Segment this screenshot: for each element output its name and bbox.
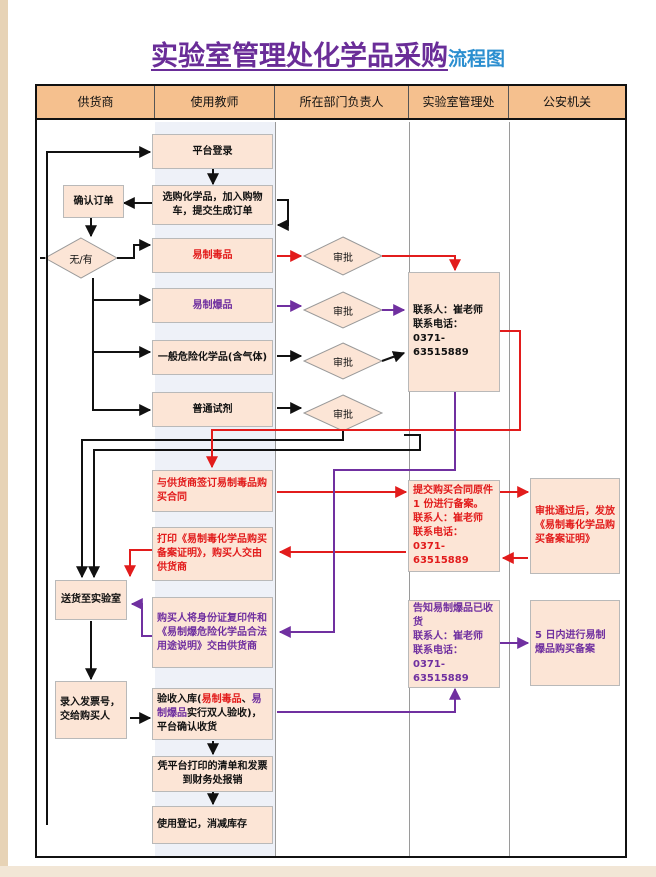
step-acceptance: 验收入库(易制毒品、易制爆品实行双人验收)，平台确认收货	[152, 688, 273, 740]
acceptance-purple: 易制爆品	[157, 694, 262, 719]
column-dept-head: 所在部门负责人	[275, 86, 409, 118]
page-edge-decoration	[0, 0, 8, 877]
decision-none-have	[43, 237, 119, 279]
step-general-hazardous: 一般危险化学品(含气体)	[152, 340, 273, 375]
approve-diamond-1	[302, 236, 384, 276]
approve-label-4: 审批	[333, 410, 353, 421]
acceptance-prefix: 验收入库(	[157, 694, 202, 705]
acceptance-text: 验收入库(易制毒品、易制爆品实行双人验收)，平台确认收货	[157, 693, 268, 735]
approve-label-2: 审批	[333, 307, 353, 318]
step-sign-contract: 与供货商签订易制毒品购买合同	[152, 470, 273, 512]
step-notify-explosive: 告知易制爆品已收货 联系人：崔老师 联系电话： 0371-63515889	[408, 600, 500, 688]
decision-label: 无/有	[69, 255, 93, 266]
step-submit-contract: 提交购买合同原件 1 份进行备案。 联系人：崔老师 联系电话： 0371-635…	[408, 480, 500, 572]
title-main: 实验室管理处化学品采购	[150, 41, 448, 72]
step-select-chemicals: 选购化学品，加入购物车，提交生成订单	[152, 185, 273, 225]
page-bottom-decoration	[0, 866, 656, 877]
step-precursor: 易制毒品	[152, 238, 273, 273]
page-title: 实验室管理处化学品采购流程图	[0, 40, 656, 77]
lab-office-contact: 联系人：崔老师 联系电话： 0371-63515889	[408, 272, 500, 392]
column-teacher: 使用教师	[155, 86, 275, 118]
step-enter-invoice: 录入发票号，交给购买人	[55, 681, 127, 739]
column-supplier: 供货商	[37, 86, 155, 118]
column-lab-office: 实验室管理处	[409, 86, 509, 118]
step-reimburse: 凭平台打印的清单和发票到财务处报销	[152, 756, 273, 792]
step-buyer-id-copy: 购买人将身份证复印件和《易制爆危险化学品合法用途说明》交由供货商	[152, 597, 273, 668]
approve-diamond-2	[302, 291, 384, 329]
step-explosive-precursor: 易制爆品	[152, 288, 273, 323]
approve-label-1: 审批	[333, 253, 353, 264]
step-usage-register: 使用登记，消减库存	[152, 806, 273, 844]
column-police: 公安机关	[542, 95, 591, 109]
approve-diamond-3	[302, 342, 384, 380]
acceptance-suffix: 实行双人验收)，平台确认收货	[157, 708, 262, 733]
acceptance-red: 易制毒品	[201, 694, 242, 705]
step-ordinary-reagent: 普通试剂	[152, 392, 273, 427]
acceptance-sep: 、	[241, 694, 252, 705]
title-sub: 流程图	[447, 48, 505, 70]
step-file-within-5-days: 5 日内进行易制爆品购买备案	[530, 600, 620, 686]
step-deliver-lab: 送货至实验室	[55, 580, 127, 620]
step-print-certificate: 打印《易制毒化学品购买备案证明》，购买人交由供货商	[152, 527, 273, 581]
step-police-approve: 审批通过后，发放《易制毒化学品购买备案证明》	[530, 478, 620, 574]
step-platform-login: 平台登录	[152, 134, 273, 169]
approve-label-3: 审批	[333, 358, 353, 369]
step-confirm-order: 确认订单	[63, 185, 124, 218]
header-row: 供货商 使用教师 所在部门负责人 实验室管理处 公安机关	[37, 86, 625, 120]
lane-lab-office	[409, 122, 510, 856]
